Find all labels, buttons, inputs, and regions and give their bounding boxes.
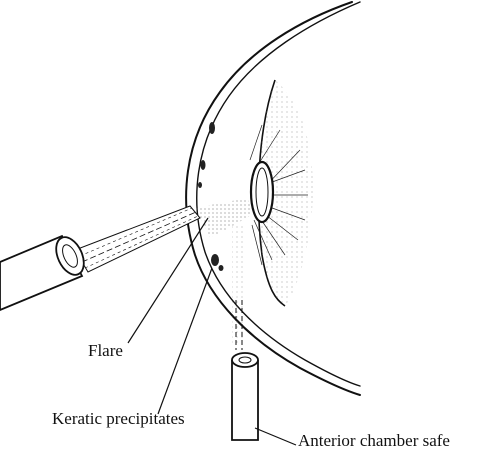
iris (249, 79, 313, 307)
slit-lamp-illuminator (0, 234, 85, 311)
flare-label: Flare (88, 341, 123, 360)
light-beam (74, 205, 201, 273)
keratic-precipitates-label: Keratic precipitates (52, 409, 185, 428)
cornea (185, 1, 361, 396)
leader-lines (127, 217, 297, 446)
anterior-chamber-safe-label: Anterior chamber safe (298, 431, 450, 450)
keratic-precipitates-marks (198, 122, 224, 271)
observation-beam (232, 226, 246, 350)
flare-scatter (195, 198, 252, 238)
pupil (249, 160, 275, 224)
microscope-tube (231, 352, 259, 441)
